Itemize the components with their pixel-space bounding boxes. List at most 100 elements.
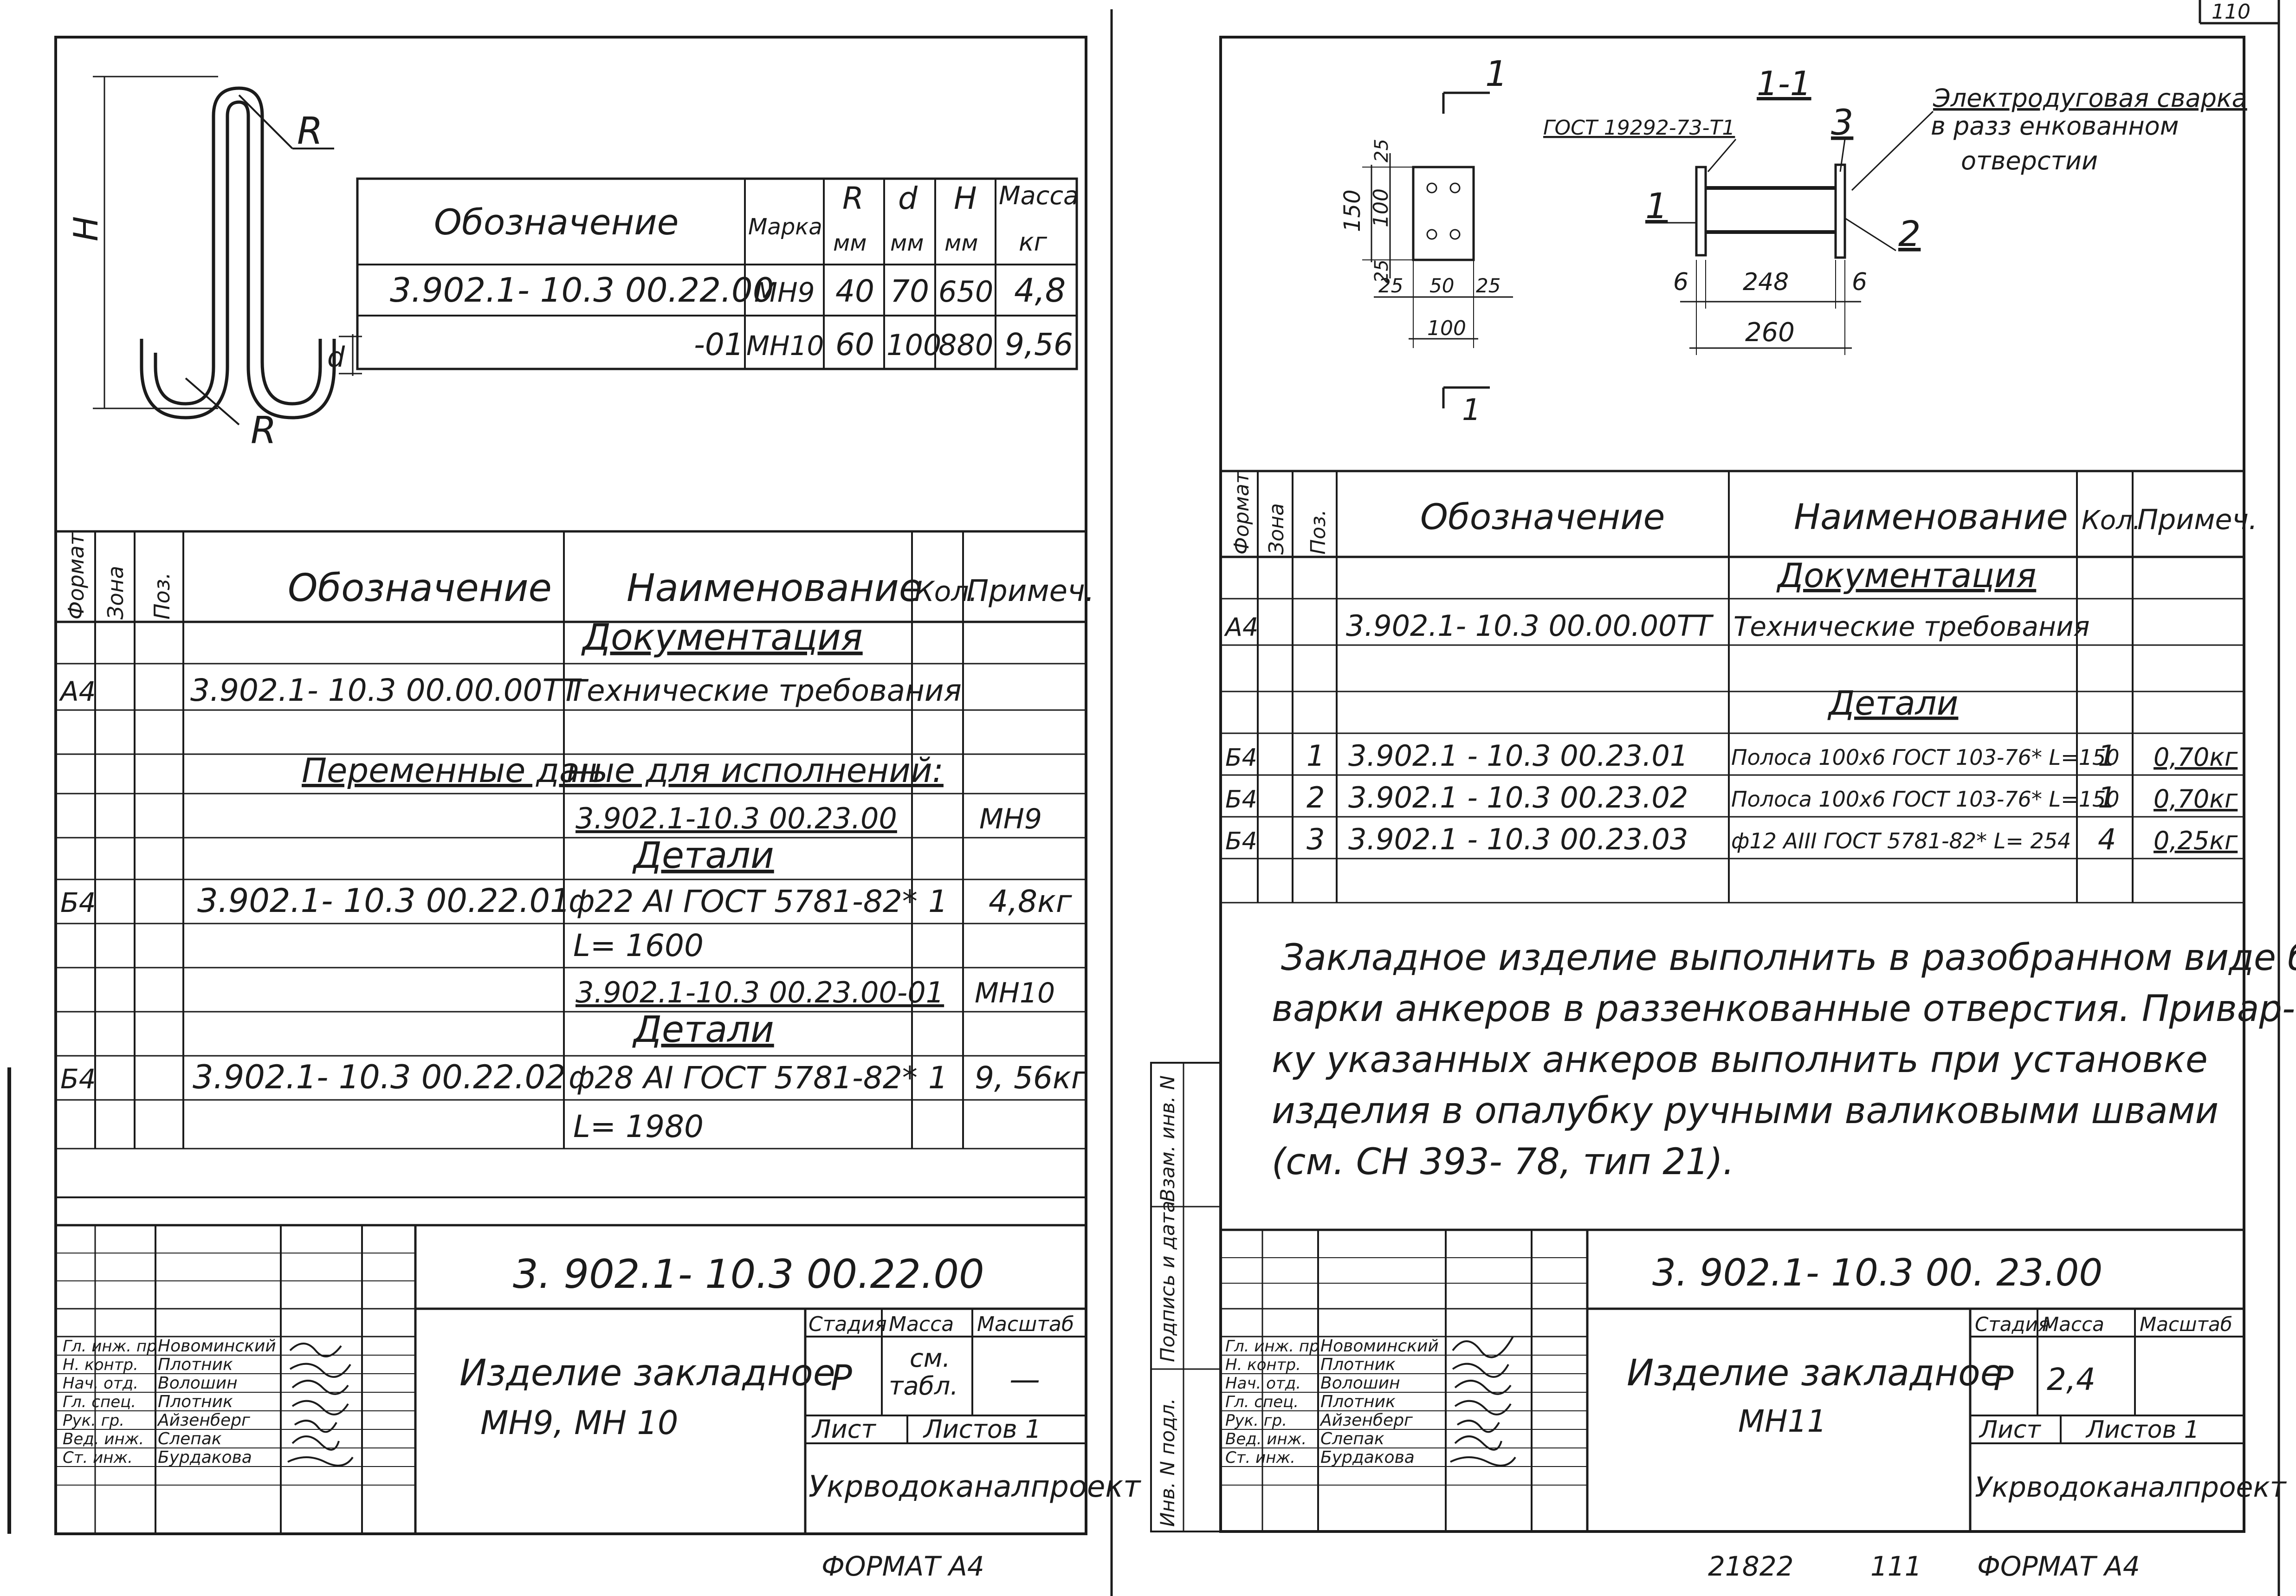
pt-r1-marka: МН9 xyxy=(754,277,815,308)
rs-role-5: Рук. гр. xyxy=(1225,1411,1287,1430)
ls-stamp-massa2: табл. xyxy=(889,1371,958,1401)
ls-name-6: Слепак xyxy=(158,1429,222,1448)
rs-r6-naim: ф12 АIII ГОСТ 5781-82* L= 254 xyxy=(1731,828,2071,853)
pt-r2-h: 880 xyxy=(938,328,993,362)
ls-r3-a: Переменные дан xyxy=(302,751,601,790)
ls-r6-kol: 1 xyxy=(928,884,948,919)
side-vzam: Взам. инв. N xyxy=(1156,1075,1179,1202)
right-stamp: 3. 902.1- 10.3 00. 23.00 Изделие закладн… xyxy=(1221,1228,2287,1531)
ls-h-prim: Примеч. xyxy=(966,574,1094,608)
pt-r1-h: 650 xyxy=(938,275,993,309)
rs-name-3: Волошин xyxy=(1320,1374,1400,1393)
ls-name-3: Волошин xyxy=(158,1374,238,1393)
rs-role-4: Гл. спец. xyxy=(1225,1393,1299,1411)
pt-h-massa-unit: кг xyxy=(1019,227,1048,257)
rs-r2-oboz: 3.902.1- 10.3 00.00.00ТТ xyxy=(1346,609,1714,643)
pt-h-r-unit: мм xyxy=(833,230,867,256)
ls-stamp-title1: Изделие закладное xyxy=(459,1352,835,1394)
dim-100v: 100 xyxy=(1369,188,1393,227)
rs-stamp-massa: 2,4 xyxy=(2047,1362,2096,1397)
rs-r5-kol: 1 xyxy=(2098,781,2116,814)
note-line-4: изделия в опалубку ручными валиковыми шв… xyxy=(1272,1090,2218,1132)
pt-r2-oboz: -01 xyxy=(694,327,744,362)
rs-h-naim: Наименование xyxy=(1794,496,2068,537)
pos-2: 2 xyxy=(1898,213,1921,254)
ls-r10-kol: 1 xyxy=(928,1060,948,1096)
ls-stamp-title2: МН9, МН 10 xyxy=(480,1404,678,1442)
ls-h-oboz: Обозначение xyxy=(288,566,552,610)
dim-100h: 100 xyxy=(1427,317,1466,340)
left-frame xyxy=(54,36,1087,1535)
ls-role-2: Н. контр. xyxy=(63,1356,138,1374)
rs-footer-page: 111 xyxy=(1870,1551,1922,1582)
dim-6a: 6 xyxy=(1673,268,1688,296)
dim-25c: 25 xyxy=(1378,274,1403,297)
left-stamp: 3. 902.1- 10.3 00.22.00 Изделие закладно… xyxy=(7,1067,1141,1534)
ls-r8-prim: МН10 xyxy=(975,977,1055,1009)
rs-name-7: Бурдакова xyxy=(1320,1448,1415,1467)
param-table: Обозначение Марка R мм d мм H мм Масса к… xyxy=(356,177,1079,370)
rs-stamp-stadia-h: Стадия xyxy=(1975,1313,2050,1336)
pt-r2-massa: 9,56 xyxy=(1005,327,1073,362)
ls-r2-format: А4 xyxy=(58,676,96,707)
pos-1: 1 xyxy=(1645,185,1668,226)
ls-r6-oboz: 3.902.1- 10.3 00.22.01 xyxy=(197,882,571,920)
sec-title: 1-1 xyxy=(1757,64,1811,103)
ls-role-1: Гл. инж. пр xyxy=(63,1337,157,1356)
rs-r4-kol: 1 xyxy=(2098,739,2116,773)
pt-h-oboz: Обозначение xyxy=(434,201,679,243)
rs-h-zona: Зона xyxy=(1265,503,1288,555)
rs-r4-naim: Полоса 100х6 ГОСТ 103-76* L=150 xyxy=(1731,745,2120,770)
left-sheet: R R H d Обозначение Марка R мм d мм H мм… xyxy=(7,9,1141,1596)
mark-r-top: R xyxy=(297,110,323,153)
rs-h-poz: Поз. xyxy=(1306,510,1330,555)
ls-r11-length: L= 1980 xyxy=(573,1109,704,1144)
ls-name-2: Плотник xyxy=(158,1355,233,1374)
ls-name-7: Бурдакова xyxy=(158,1448,252,1467)
gost-label: ГОСТ 19292-73-Т1 xyxy=(1543,116,1735,140)
pt-h-d-unit: мм xyxy=(890,230,924,256)
ls-name-5: Айзенберг xyxy=(157,1411,251,1430)
ls-r7-length: L= 1600 xyxy=(573,928,704,963)
right-sheet: 110 1 1 150 100 25 25 25 50 25 100 xyxy=(1150,0,2296,1596)
right-frame xyxy=(1219,36,2245,1533)
anchor-drawing: R R H d xyxy=(66,76,362,452)
ls-r9-details: Детали xyxy=(632,1009,774,1051)
rs-role-3: Нач. отд. xyxy=(1225,1374,1301,1393)
dim-25a: 25 xyxy=(1371,139,1392,162)
rs-r4-format: Б4 xyxy=(1225,744,1257,772)
ls-r6-format: Б4 xyxy=(60,887,96,918)
ls-r2-naim: Технические требования xyxy=(569,674,962,708)
ls-h-kol: Кол. xyxy=(914,575,978,608)
rs-r5-poz: 2 xyxy=(1306,781,1325,814)
ls-r10-naim: ф28 АI ГОСТ 5781-82* xyxy=(569,1060,918,1096)
rs-r4-poz: 1 xyxy=(1306,739,1325,773)
pt-r2-d: 100 xyxy=(886,328,941,362)
dim-248: 248 xyxy=(1743,268,1789,296)
corner-page: 110 xyxy=(2212,0,2251,24)
note-line-1: Закладное изделие выполнить в разобранно… xyxy=(1281,937,2296,979)
rs-name-6: Слепак xyxy=(1320,1429,1384,1448)
ls-name-1: Новоминский xyxy=(158,1337,276,1356)
sec-mark-top: 1 xyxy=(1485,53,1507,94)
weld-2: в разз енкованном xyxy=(1931,111,2179,141)
rs-stamp-code: 3. 902.1- 10.3 00. 23.00 xyxy=(1652,1251,2102,1294)
ls-stamp-massa-h: Масса xyxy=(889,1312,954,1336)
pt-h-h: H xyxy=(954,181,977,216)
note-line-5: (см. СН 393- 78, тип 21). xyxy=(1272,1141,1734,1183)
ls-stamp-stadia-h: Стадия xyxy=(808,1312,887,1336)
side-podpis: Подпись и дата xyxy=(1156,1201,1179,1362)
ls-name-4: Плотник xyxy=(158,1392,233,1411)
ls-stamp-list: Лист xyxy=(811,1415,876,1444)
note-line-3: ку указанных анкеров выполнить при устан… xyxy=(1272,1039,2208,1081)
pt-h-d: d xyxy=(898,181,918,216)
rs-stamp-title2: МН11 xyxy=(1738,1403,1827,1439)
ls-h-naim: Наименование xyxy=(627,566,922,610)
right-spec: Формат Зона Поз. Обозначение Наименовани… xyxy=(1221,470,2257,904)
ls-role-6: Вед. инж. xyxy=(63,1430,144,1448)
pt-h-massa: Масса xyxy=(999,181,1079,210)
ls-r10-oboz: 3.902.1- 10.3 00.22.02 xyxy=(193,1058,566,1096)
ls-role-4: Гл. спец. xyxy=(63,1393,136,1411)
